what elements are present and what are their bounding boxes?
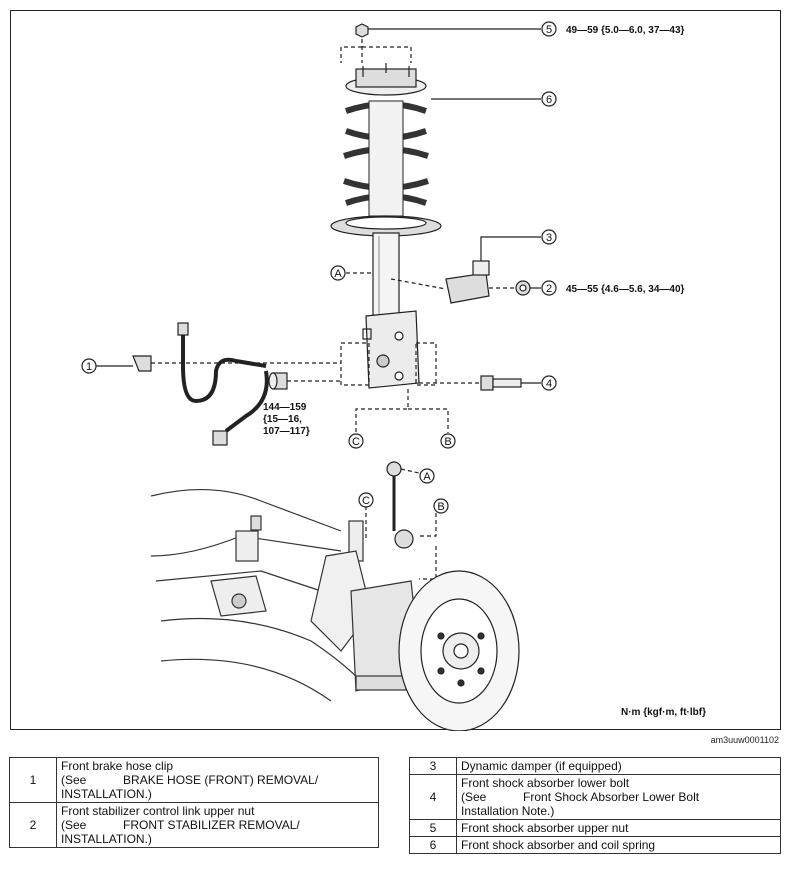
callout-6: 6 (546, 94, 552, 106)
legend-description: Front brake hose clip (See BRAKE HOSE (F… (56, 757, 379, 803)
spring-seat (330, 215, 442, 237)
image-code: am3uuw0001102 (710, 735, 779, 745)
strut-body (372, 232, 400, 324)
lower-bolt (480, 375, 522, 391)
callout-1: 1 (86, 361, 92, 373)
legend-number: 2 (9, 802, 57, 848)
callout-3: 3 (546, 232, 552, 244)
exploded-diagram: 5 6 3 2 4 1 A C B A C B 49—59 {5.0—6.0, … (81, 21, 706, 731)
brake-disc (398, 570, 520, 731)
diagram-frame: 5 6 3 2 4 1 A C B A C B 49—59 {5.0—6.0, … (10, 10, 781, 731)
legend-description: Front shock absorber lower bolt (See Fro… (456, 774, 781, 820)
ref-letter-c-lower: C (362, 495, 370, 507)
torque-label-lower-1: 144—159 (263, 402, 307, 413)
callout-5: 5 (546, 24, 552, 36)
legend-row: 3 Dynamic damper (if equipped) (409, 757, 781, 775)
units-label: N·m {kgf·m, ft·lbf} (621, 707, 706, 718)
ref-letter-b-upper: B (444, 436, 451, 448)
legend-number: 4 (409, 774, 457, 820)
strut-mount (345, 63, 427, 96)
torque-label-2: 45—55 {4.6—5.6, 34—40} (566, 284, 685, 295)
legend-table-left: 1 Front brake hose clip (See BRAKE HOSE … (9, 757, 379, 848)
strut-bracket (362, 310, 420, 389)
legend-number: 6 (409, 836, 457, 854)
control-link-nut (515, 280, 531, 296)
suspension-assembly (150, 488, 422, 702)
legend-row: 2 Front stabilizer control link upper nu… (9, 802, 379, 848)
legend-number: 3 (409, 757, 457, 775)
legend-number: 1 (9, 757, 57, 803)
ref-letter-a-upper: A (334, 268, 342, 280)
dynamic-damper (445, 260, 490, 304)
stabilizer-link (386, 461, 414, 549)
ref-letter-a-lower: A (423, 471, 431, 483)
legend-table-right: 3 Dynamic damper (if equipped) 4 Front s… (409, 757, 781, 854)
callout-2: 2 (546, 283, 552, 295)
callout-4: 4 (546, 378, 552, 390)
torque-label-lower-2: {15—16, (263, 414, 302, 425)
legend-number: 5 (409, 819, 457, 837)
torque-label-lower-3: 107—117} (263, 426, 310, 437)
brake-hose-clip (132, 355, 152, 372)
upper-nut (355, 23, 369, 38)
legend-row: 5 Front shock absorber upper nut (409, 819, 781, 837)
legend-row: 4 Front shock absorber lower bolt (See F… (409, 774, 781, 820)
legend-description: Dynamic damper (if equipped) (456, 757, 781, 775)
legend-row: 1 Front brake hose clip (See BRAKE HOSE … (9, 757, 379, 803)
torque-label-5: 49—59 {5.0—6.0, 37—43} (566, 25, 685, 36)
legend-description: Front shock absorber and coil spring (456, 836, 781, 854)
legend-description: Front stabilizer control link upper nut … (56, 802, 379, 848)
lower-nut (268, 372, 288, 390)
legend-row: 6 Front shock absorber and coil spring (409, 836, 781, 854)
legend-description: Front shock absorber upper nut (456, 819, 781, 837)
ref-letter-c-upper: C (352, 436, 360, 448)
brake-hose (177, 322, 269, 446)
ref-letter-b-lower: B (437, 501, 444, 513)
